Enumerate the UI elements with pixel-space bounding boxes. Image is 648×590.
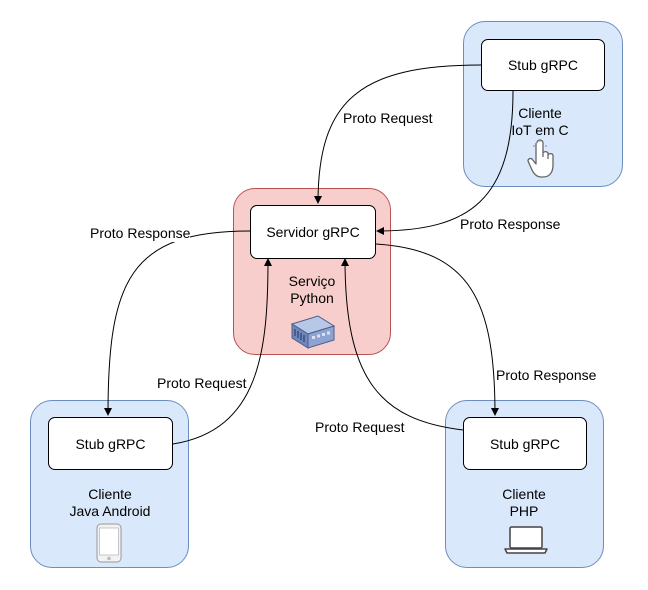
edge-iot-response: [376, 90, 514, 235]
client-android-line1: Cliente: [88, 486, 132, 502]
client-php-caption: Cliente PHP: [474, 486, 574, 520]
service-line2: Python: [290, 290, 334, 306]
stub-grpc-php[interactable]: Stub gRPC: [463, 417, 587, 470]
label-php-response: Proto Response: [496, 367, 597, 384]
server-label: Servidor gRPC: [266, 224, 360, 240]
client-php-line2: PHP: [509, 503, 539, 519]
label-php-request: Proto Request: [315, 419, 405, 436]
edge-android-request: [172, 258, 272, 445]
stub-grpc-android[interactable]: Stub gRPC: [48, 417, 173, 470]
server-rack-icon: [290, 315, 336, 349]
edge-php-response: [375, 243, 499, 416]
service-line1: Serviço: [288, 273, 336, 289]
label-android-request: Proto Request: [157, 375, 247, 392]
client-android-caption: Cliente Java Android: [50, 486, 170, 520]
stub-label: Stub gRPC: [75, 435, 146, 452]
client-iot-line1: Cliente: [518, 105, 562, 121]
laptop-icon: [504, 526, 548, 554]
edge-android-response: [104, 230, 251, 416]
edge-iot-request: [314, 64, 482, 204]
client-php-line1: Cliente: [502, 486, 546, 502]
client-iot-line2: IoT em C: [511, 122, 569, 138]
service-caption: Serviço Python: [262, 273, 362, 307]
stub-grpc-iot[interactable]: Stub gRPC: [481, 39, 605, 91]
stub-label: Stub gRPC: [489, 435, 561, 452]
label-iot-response: Proto Response: [460, 216, 561, 233]
client-android-line2: Java Android: [69, 503, 151, 519]
edge-php-request: [341, 258, 464, 431]
label-android-response: Proto Response: [90, 225, 191, 242]
smartphone-icon: [96, 523, 122, 563]
stub-label: Stub gRPC: [507, 57, 579, 73]
servidor-grpc[interactable]: Servidor gRPC: [250, 205, 376, 259]
hand-pointer-icon: [527, 139, 554, 178]
label-iot-request: Proto Request: [343, 110, 433, 127]
client-iot-caption: Cliente IoT em C: [490, 105, 590, 139]
